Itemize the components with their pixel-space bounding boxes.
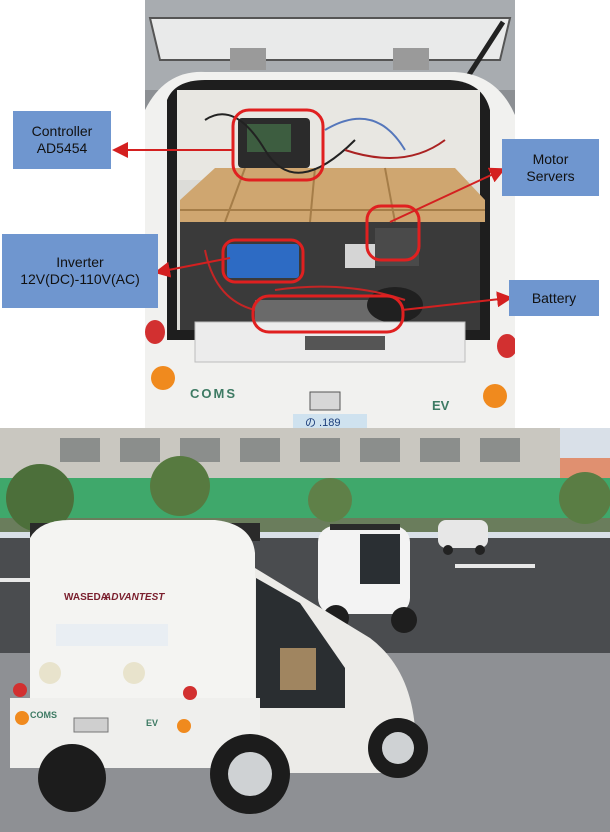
battery-label: Battery: [509, 280, 599, 316]
inverter-label: Inverter 12V(DC)-110V(AC): [2, 234, 158, 308]
motor-servers-label-line-1: Motor: [532, 150, 569, 167]
waseda-sticker-text: WASEDA: [64, 592, 108, 603]
ev-rear-badge-text: EV: [146, 718, 158, 728]
battery-label-text: Battery: [531, 289, 577, 306]
parking-lot-illustration: WASEDA ADVANTEST COMS EV: [0, 428, 610, 832]
controller-label-line-1: Controller: [31, 123, 93, 139]
controller-label-line-2: AD5454: [36, 140, 88, 156]
controller-label: Controller AD5454: [13, 111, 111, 169]
inverter-label-line-2: 12V(DC)-110V(AC): [20, 271, 140, 287]
controller-highlight: [231, 108, 325, 182]
rear-compartment-illustration: COMS EV の .189: [145, 0, 515, 428]
coms-brand-text: COMS: [190, 386, 237, 401]
battery-highlight: [251, 294, 405, 334]
vehicles-parking-lot-photo: WASEDA ADVANTEST COMS EV: [0, 428, 610, 832]
advantest-sticker-text: ADVANTEST: [103, 592, 165, 603]
inverter-label-line-1: Inverter: [56, 254, 104, 270]
rear-compartment-photo: COMS EV の .189: [145, 0, 515, 428]
motor-servers-label-line-2: Servers: [526, 167, 575, 184]
ev-badge-text: EV: [432, 398, 450, 413]
coms-rear-brand-text: COMS: [30, 710, 57, 720]
motor-servers-label: Motor Servers: [502, 139, 599, 196]
license-plate-text: の .189: [305, 417, 340, 428]
